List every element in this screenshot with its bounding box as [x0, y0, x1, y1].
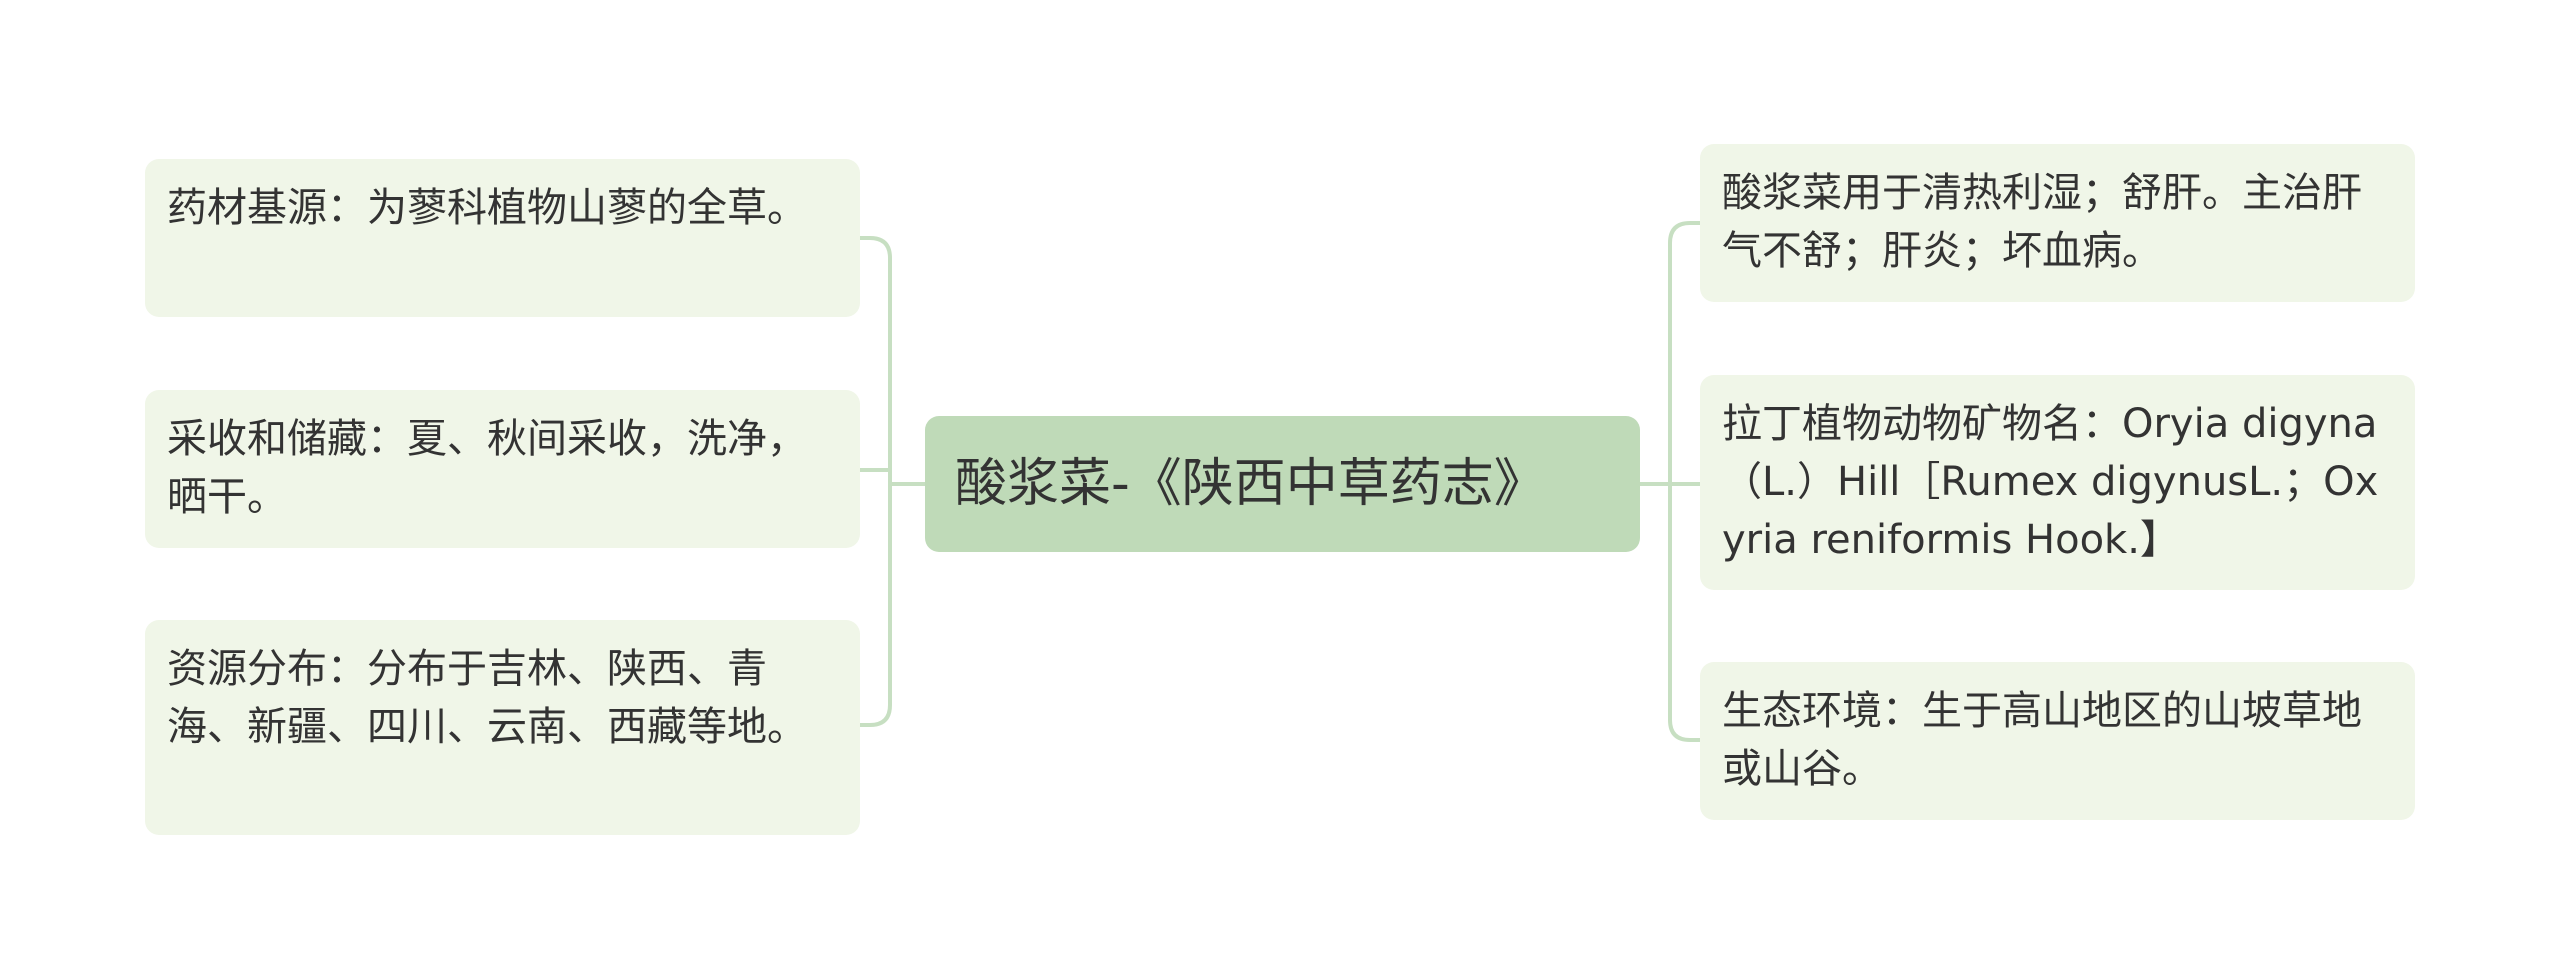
root-node[interactable]: 酸浆菜-《陕西中草药志》	[925, 416, 1640, 552]
right-node-usage[interactable]: 酸浆菜用于清热利湿；舒肝。主治肝气不舒；肝炎；坏血病。	[1700, 144, 2415, 302]
right-node-habitat[interactable]: 生态环境：生于高山地区的山坡草地或山谷。	[1700, 662, 2415, 820]
connector-right-trunk	[1668, 221, 1702, 742]
left-node-source[interactable]: 药材基源：为蓼科植物山蓼的全草。	[145, 159, 860, 317]
left-node-source-text: 药材基源：为蓼科植物山蓼的全草。	[167, 185, 807, 231]
left-node-harvest-text: 采收和储藏：夏、秋间采收，洗净，晒干。	[167, 416, 807, 520]
right-node-latin-name-text: 拉丁植物动物矿物名：Oryia digyna（L.）Hill［Rumex dig…	[1722, 401, 2379, 563]
left-node-harvest[interactable]: 采收和储藏：夏、秋间采收，洗净，晒干。	[145, 390, 860, 548]
right-node-latin-name[interactable]: 拉丁植物动物矿物名：Oryia digyna（L.）Hill［Rumex dig…	[1700, 375, 2415, 590]
left-node-distribution-text: 资源分布：分布于吉林、陕西、青海、新疆、四川、云南、西藏等地。	[167, 646, 807, 750]
root-node-label: 酸浆菜-《陕西中草药志》	[955, 454, 1546, 514]
connector-left-trunk	[858, 236, 892, 727]
right-node-usage-text: 酸浆菜用于清热利湿；舒肝。主治肝气不舒；肝炎；坏血病。	[1722, 170, 2362, 274]
left-node-distribution[interactable]: 资源分布：分布于吉林、陕西、青海、新疆、四川、云南、西藏等地。	[145, 620, 860, 835]
right-node-habitat-text: 生态环境：生于高山地区的山坡草地或山谷。	[1722, 688, 2362, 792]
